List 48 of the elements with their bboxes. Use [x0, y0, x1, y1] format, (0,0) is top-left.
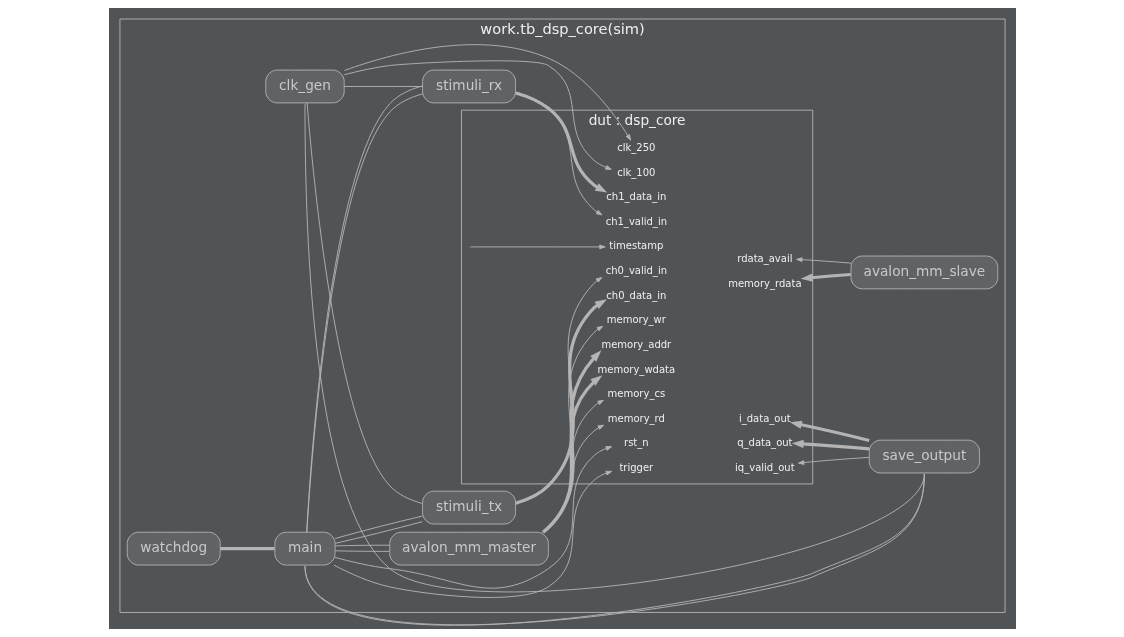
- node-text: memory_wdata: [597, 363, 675, 375]
- connector: [219, 547, 275, 551]
- arrow: [334, 446, 612, 589]
- node-text: iq_valid_out: [734, 461, 795, 473]
- node-text: trigger: [618, 461, 653, 473]
- node-box: avalon_mm_slave: [850, 255, 998, 290]
- node-text: ch0_valid_in: [605, 265, 667, 277]
- node-text: memory_cs: [607, 388, 665, 400]
- node-text: timestamp: [608, 240, 663, 252]
- arrow: [514, 91, 602, 216]
- arrow: [343, 44, 631, 141]
- node-text: memory_wr: [606, 314, 666, 326]
- node-text: memory_addr: [600, 338, 671, 350]
- connector: [304, 103, 925, 593]
- arrow: [795, 257, 851, 264]
- node-box: avalon_mm_master: [388, 531, 549, 566]
- arrow: [791, 439, 869, 451]
- node-text: rdata_avail: [736, 253, 793, 265]
- connector: [334, 521, 423, 544]
- node-box: clk_gen: [264, 69, 345, 104]
- node-text: i_data_out: [738, 412, 791, 424]
- node-text: ch1_data_in: [605, 191, 666, 203]
- node-text: rst_n: [623, 437, 649, 449]
- arrow: [797, 456, 870, 465]
- connector: [334, 515, 423, 539]
- node-box: stimuli_rx: [421, 69, 516, 104]
- node-text: clk_250: [616, 142, 655, 154]
- arrow: [800, 272, 851, 282]
- node-text: clk_100: [616, 166, 655, 178]
- node-box: main: [273, 531, 336, 566]
- node-text: q_data_out: [736, 437, 793, 449]
- arrow: [333, 470, 612, 598]
- node-box: save_output: [868, 439, 980, 474]
- arrow: [541, 424, 604, 533]
- arrow: [469, 244, 606, 250]
- arrow: [789, 420, 870, 442]
- node-box: stimuli_tx: [421, 490, 516, 525]
- node-box: watchdog: [126, 531, 221, 566]
- arrow: [542, 325, 603, 533]
- connector: [334, 544, 390, 547]
- arrow: [514, 91, 607, 193]
- arrow: [541, 399, 604, 533]
- node-text: ch1_valid_in: [605, 215, 667, 227]
- node-text: memory_rd: [607, 412, 665, 424]
- connector: [334, 550, 390, 552]
- node-text: memory_rdata: [727, 277, 802, 289]
- arrow: [343, 60, 612, 170]
- node-text: ch0_data_in: [605, 289, 666, 301]
